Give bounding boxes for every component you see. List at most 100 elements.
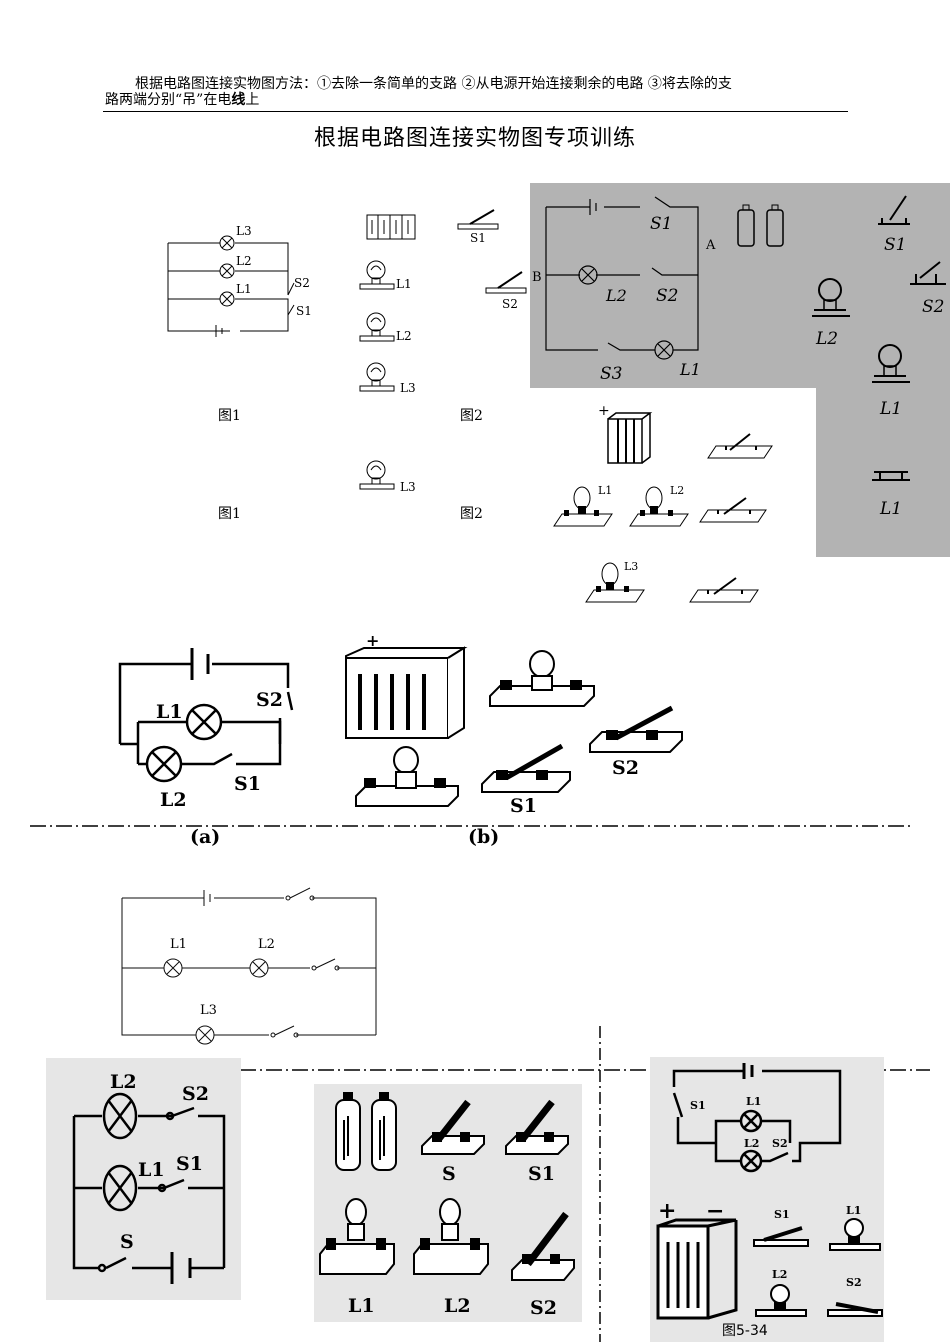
header-rule (103, 111, 848, 112)
svg-text:S1: S1 (510, 795, 537, 816)
svg-text:L2: L2 (444, 1295, 471, 1317)
svg-text:L2: L2 (160, 789, 187, 811)
svg-text:S1: S1 (176, 1153, 203, 1175)
svg-text:L1: L1 (138, 1159, 165, 1181)
svg-text:S: S (442, 1163, 456, 1185)
switch-part-icon: S2 (511, 1211, 575, 1319)
svg-text:S1: S1 (884, 235, 906, 255)
svg-text:S2: S2 (612, 757, 639, 779)
exercise5-circuit-diagram: L1 L2 L3 (121, 887, 377, 1045)
svg-text:S: S (120, 1231, 134, 1253)
svg-text:L2: L2 (605, 286, 627, 305)
svg-text:S2: S2 (846, 1276, 862, 1289)
svg-text:S2: S2 (502, 297, 518, 311)
figure-caption: 图5-34 (722, 1323, 768, 1339)
exercise1-circuit-diagram: L3 L2 L1 S2 S1 (167, 224, 312, 337)
svg-text:L3: L3 (200, 1003, 217, 1018)
svg-text:S1: S1 (470, 231, 486, 245)
battery-box-icon (366, 214, 416, 240)
svg-text:S2: S2 (656, 286, 678, 306)
svg-text:L2: L2 (744, 1137, 759, 1150)
figure-label: 图1 (218, 408, 241, 424)
dashed-vertical-separator (599, 1026, 601, 1342)
scan-panel-right (816, 383, 950, 557)
page-title: 根据电路图连接实物图专项训练 (313, 126, 636, 151)
svg-text:S3: S3 (600, 364, 622, 384)
svg-text:S1: S1 (528, 1163, 555, 1185)
svg-text:L1: L1 (679, 360, 701, 379)
exercise2-circuit-diagram: S1 S2 S3 B A L1 L2 (532, 196, 716, 384)
svg-text:S2: S2 (530, 1297, 557, 1319)
svg-text:L1: L1 (598, 484, 612, 497)
svg-text:B: B (532, 270, 542, 285)
switch-part-icon: S2 (910, 261, 946, 317)
svg-text:L1: L1 (396, 277, 412, 291)
battery-icon: + − (345, 634, 468, 739)
lamp-part-icon: L2 (359, 312, 412, 343)
lamp-label: L2 (236, 254, 252, 268)
figure-label: 图2 (460, 506, 483, 522)
switch-part-icon: S2 (589, 705, 683, 779)
exercise6-circuit-diagram: L2 S2 L1 S1 S (72, 1071, 226, 1284)
lamp-part-icon (355, 746, 459, 807)
caption-a: (a) (190, 826, 221, 848)
svg-text:L1: L1 (846, 1204, 861, 1217)
svg-text:L2: L2 (396, 329, 412, 343)
svg-text:S2: S2 (182, 1083, 209, 1105)
lamp-part-icon: L1 (872, 471, 910, 519)
dashed-separator (30, 825, 910, 827)
switch-part-icon (689, 577, 759, 603)
battery-pair-icon (335, 1092, 397, 1171)
switch-label: S2 (294, 276, 310, 290)
svg-text:A: A (705, 238, 716, 253)
switch-part-icon: S1 (753, 1208, 809, 1247)
svg-text:L2: L2 (258, 937, 275, 952)
svg-text:L1: L1 (746, 1095, 761, 1108)
battery-icon: + (598, 403, 653, 464)
caption-b: (b) (468, 826, 500, 848)
switch-part-icon: S1 (481, 743, 571, 816)
svg-text:S1: S1 (774, 1208, 790, 1221)
switch-part-icon: S2 (485, 271, 527, 311)
lamp-part-icon: L1 (872, 344, 910, 419)
lamp-part-icon: L3 (585, 560, 645, 603)
switch-part-icon: S (421, 1099, 485, 1185)
lamp-label: L3 (236, 224, 252, 238)
svg-text:L1: L1 (170, 937, 187, 952)
svg-text:S2: S2 (922, 297, 944, 317)
svg-text:S2: S2 (256, 689, 283, 711)
method-note-line1: 根据电路图连接实物图方法：①去除一条简单的支路 ②从电源开始连接剩余的电路 ③将… (135, 76, 732, 92)
lamp-part-icon: L2 (629, 484, 689, 527)
switch-part-icon (707, 433, 773, 459)
svg-text:L3: L3 (400, 480, 416, 494)
svg-text:+: + (658, 1198, 676, 1224)
lamp-part-icon: L1 (553, 484, 613, 527)
svg-text:L1: L1 (348, 1295, 375, 1317)
lamp-label: L1 (236, 282, 252, 296)
exercise6-panel (46, 1058, 241, 1300)
svg-text:S1: S1 (234, 773, 261, 795)
figure-label: 图1 (218, 506, 241, 522)
method-note-line2: 路两端分别“吊”在电线上 (105, 92, 260, 108)
svg-text:L2: L2 (772, 1268, 787, 1281)
lamp-part-icon: L1 (319, 1198, 395, 1317)
lamp-part-icon: L2 (755, 1268, 807, 1317)
svg-text:L1: L1 (879, 399, 902, 419)
svg-text:L3: L3 (400, 381, 416, 395)
method-note: 根据电路图连接实物图方法：①去除一条简单的支路 ②从电源开始连接剩余的电路 ③将… (105, 76, 850, 108)
lamp-part-icon: L3 (359, 362, 416, 395)
svg-text:L2: L2 (670, 484, 684, 497)
battery-icon: + − (656, 1198, 738, 1320)
exercise7-circuit-diagram: S1 L1 L2 S2 (672, 1063, 842, 1173)
figure-label: 图2 (460, 408, 483, 424)
lamp-part-icon: L2 (812, 278, 850, 349)
exercise4-circuit-diagram: L1 L2 S1 S2 (118, 648, 294, 811)
svg-text:+: + (598, 403, 610, 419)
svg-text:L2: L2 (815, 329, 838, 349)
svg-text:S1: S1 (650, 214, 672, 234)
svg-text:+: + (366, 634, 379, 650)
battery-pair-icon (737, 204, 784, 247)
switch-part-icon: S1 (457, 209, 499, 245)
lamp-part-icon: L2 (413, 1198, 489, 1317)
switch-part-icon: S1 (505, 1099, 569, 1185)
